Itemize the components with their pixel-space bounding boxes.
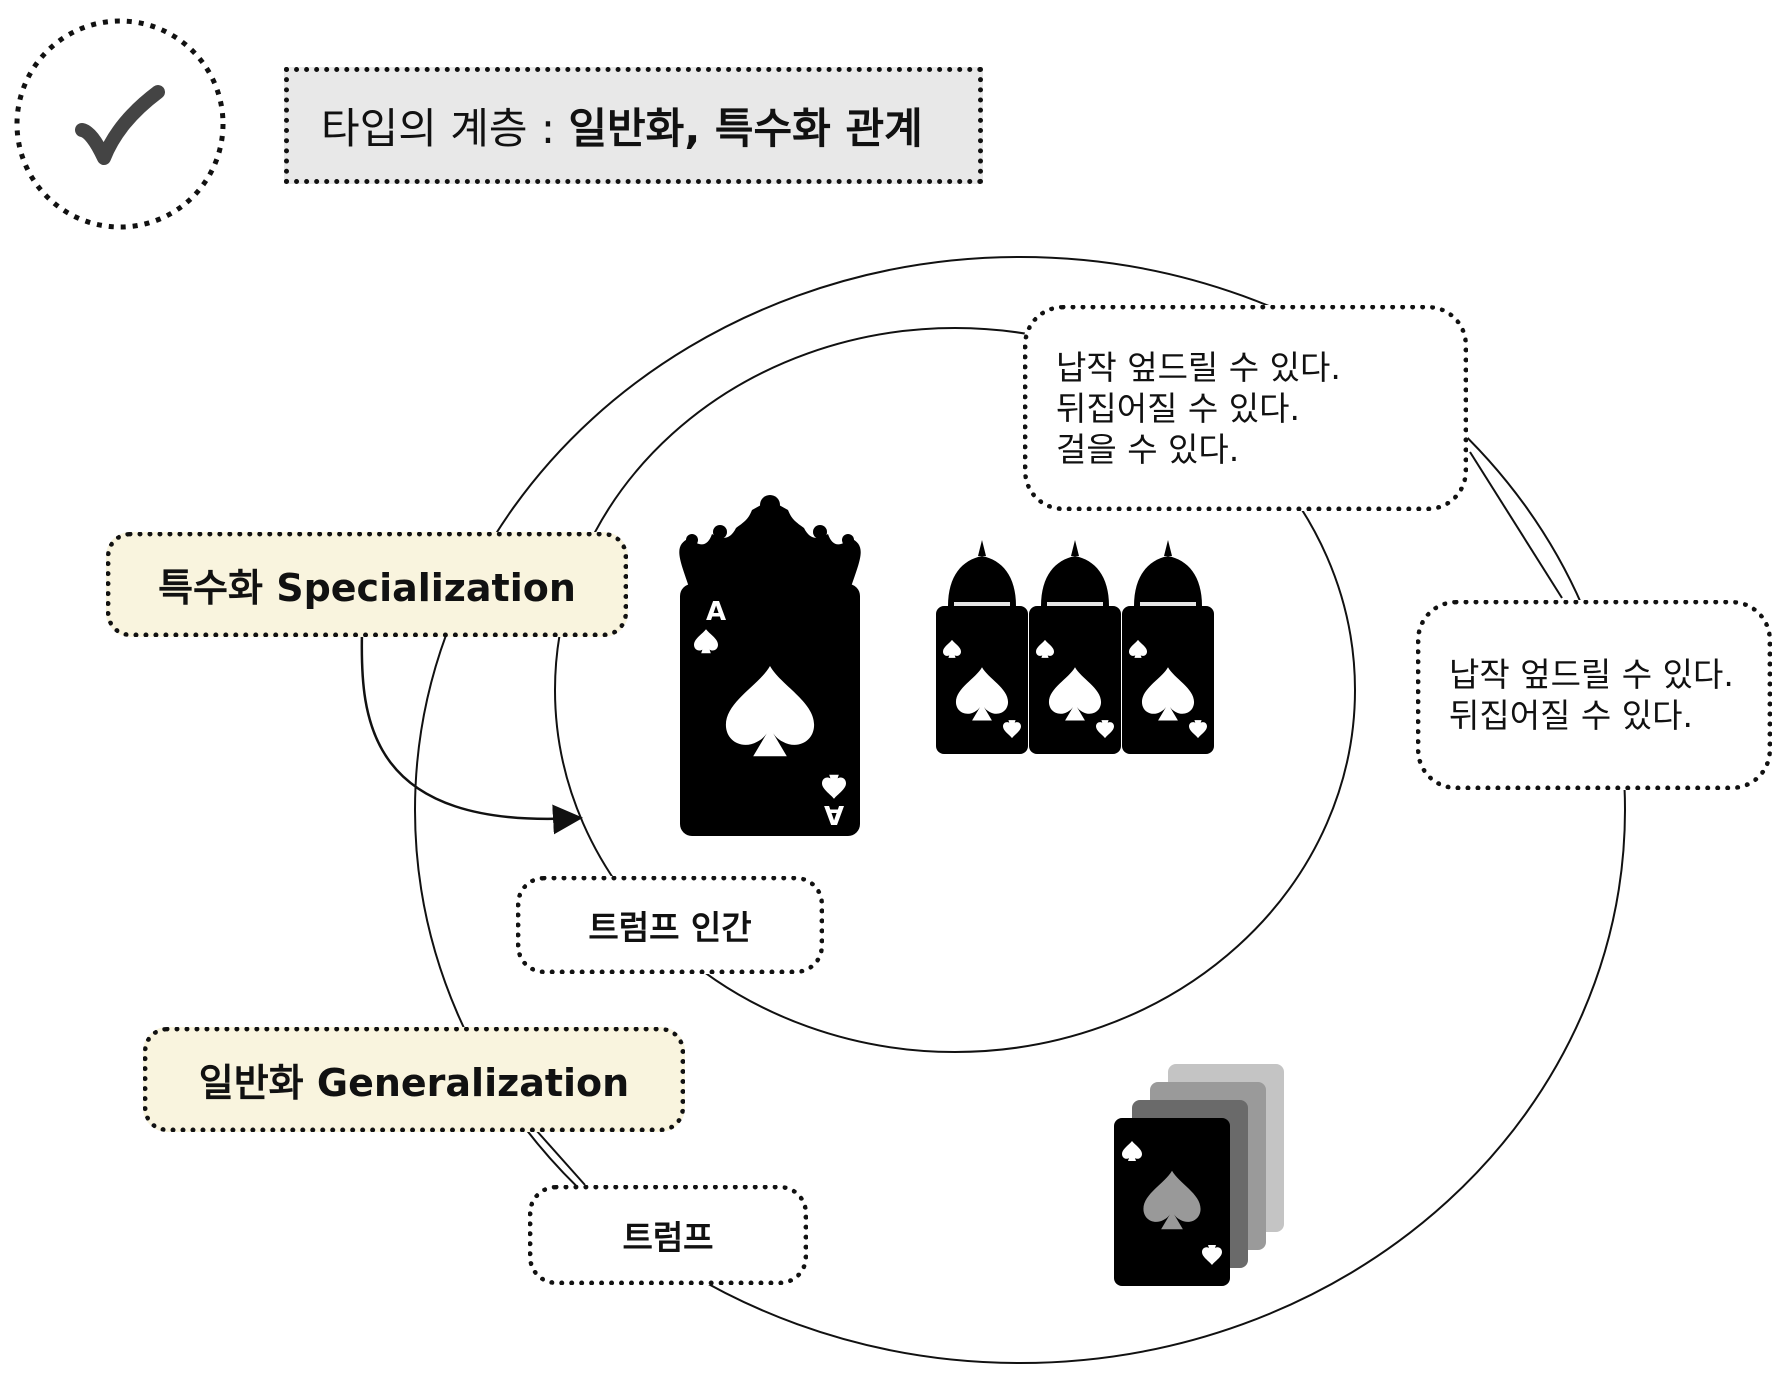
generalization-label: 일반화 Generalization bbox=[143, 1027, 685, 1132]
outer-note-line: 뒤집어질 수 있다. bbox=[1449, 696, 1693, 735]
specialization-label-text: 특수화 Specialization bbox=[158, 566, 576, 610]
generalization-connector bbox=[535, 1129, 586, 1186]
inner-note-line: 납작 엎드릴 수 있다. bbox=[1056, 347, 1341, 387]
trump-human-tag-text: 트럼프 인간 bbox=[588, 908, 752, 947]
title-emphasis: 일반화, 특수화 관계 bbox=[568, 104, 923, 153]
trump-tag-text: 트럼프 bbox=[622, 1218, 714, 1257]
trump-tag: 트럼프 bbox=[528, 1185, 808, 1285]
specialization-label: 특수화 Specialization bbox=[106, 532, 628, 637]
inner-note-line: 걸을 수 있다. bbox=[1056, 429, 1240, 469]
generalization-label-text: 일반화 Generalization bbox=[198, 1061, 630, 1105]
specialization-arrow bbox=[360, 631, 583, 835]
check-circle-icon bbox=[14, 18, 226, 230]
outer-note-connector bbox=[1469, 451, 1563, 599]
trump-human-card-icon: A A bbox=[679, 495, 861, 836]
card-rank-top: A bbox=[706, 597, 726, 627]
outer-ability-note: 납작 엎드릴 수 있다. 뒤집어질 수 있다. bbox=[1416, 600, 1772, 790]
generalization-set-ellipse bbox=[414, 256, 1626, 1364]
card-rank-bottom: A bbox=[824, 799, 844, 829]
title-prefix: 타입의 계층 : bbox=[321, 104, 569, 153]
trump-human-tag: 트럼프 인간 bbox=[516, 876, 824, 974]
trump-soldiers-icon bbox=[936, 540, 1214, 754]
outer-note-line: 납작 엎드릴 수 있다. bbox=[1449, 655, 1734, 694]
inner-ability-note: 납작 엎드릴 수 있다. 뒤집어질 수 있다. 걸을 수 있다. bbox=[1023, 305, 1468, 511]
check-mark-icon bbox=[75, 85, 165, 165]
page-title: 타입의 계층 : 일반화, 특수화 관계 bbox=[284, 67, 983, 184]
trump-card-stack-icon bbox=[1114, 1064, 1284, 1286]
inner-note-line: 뒤집어질 수 있다. bbox=[1056, 388, 1300, 428]
specialization-set-ellipse bbox=[554, 327, 1356, 1053]
